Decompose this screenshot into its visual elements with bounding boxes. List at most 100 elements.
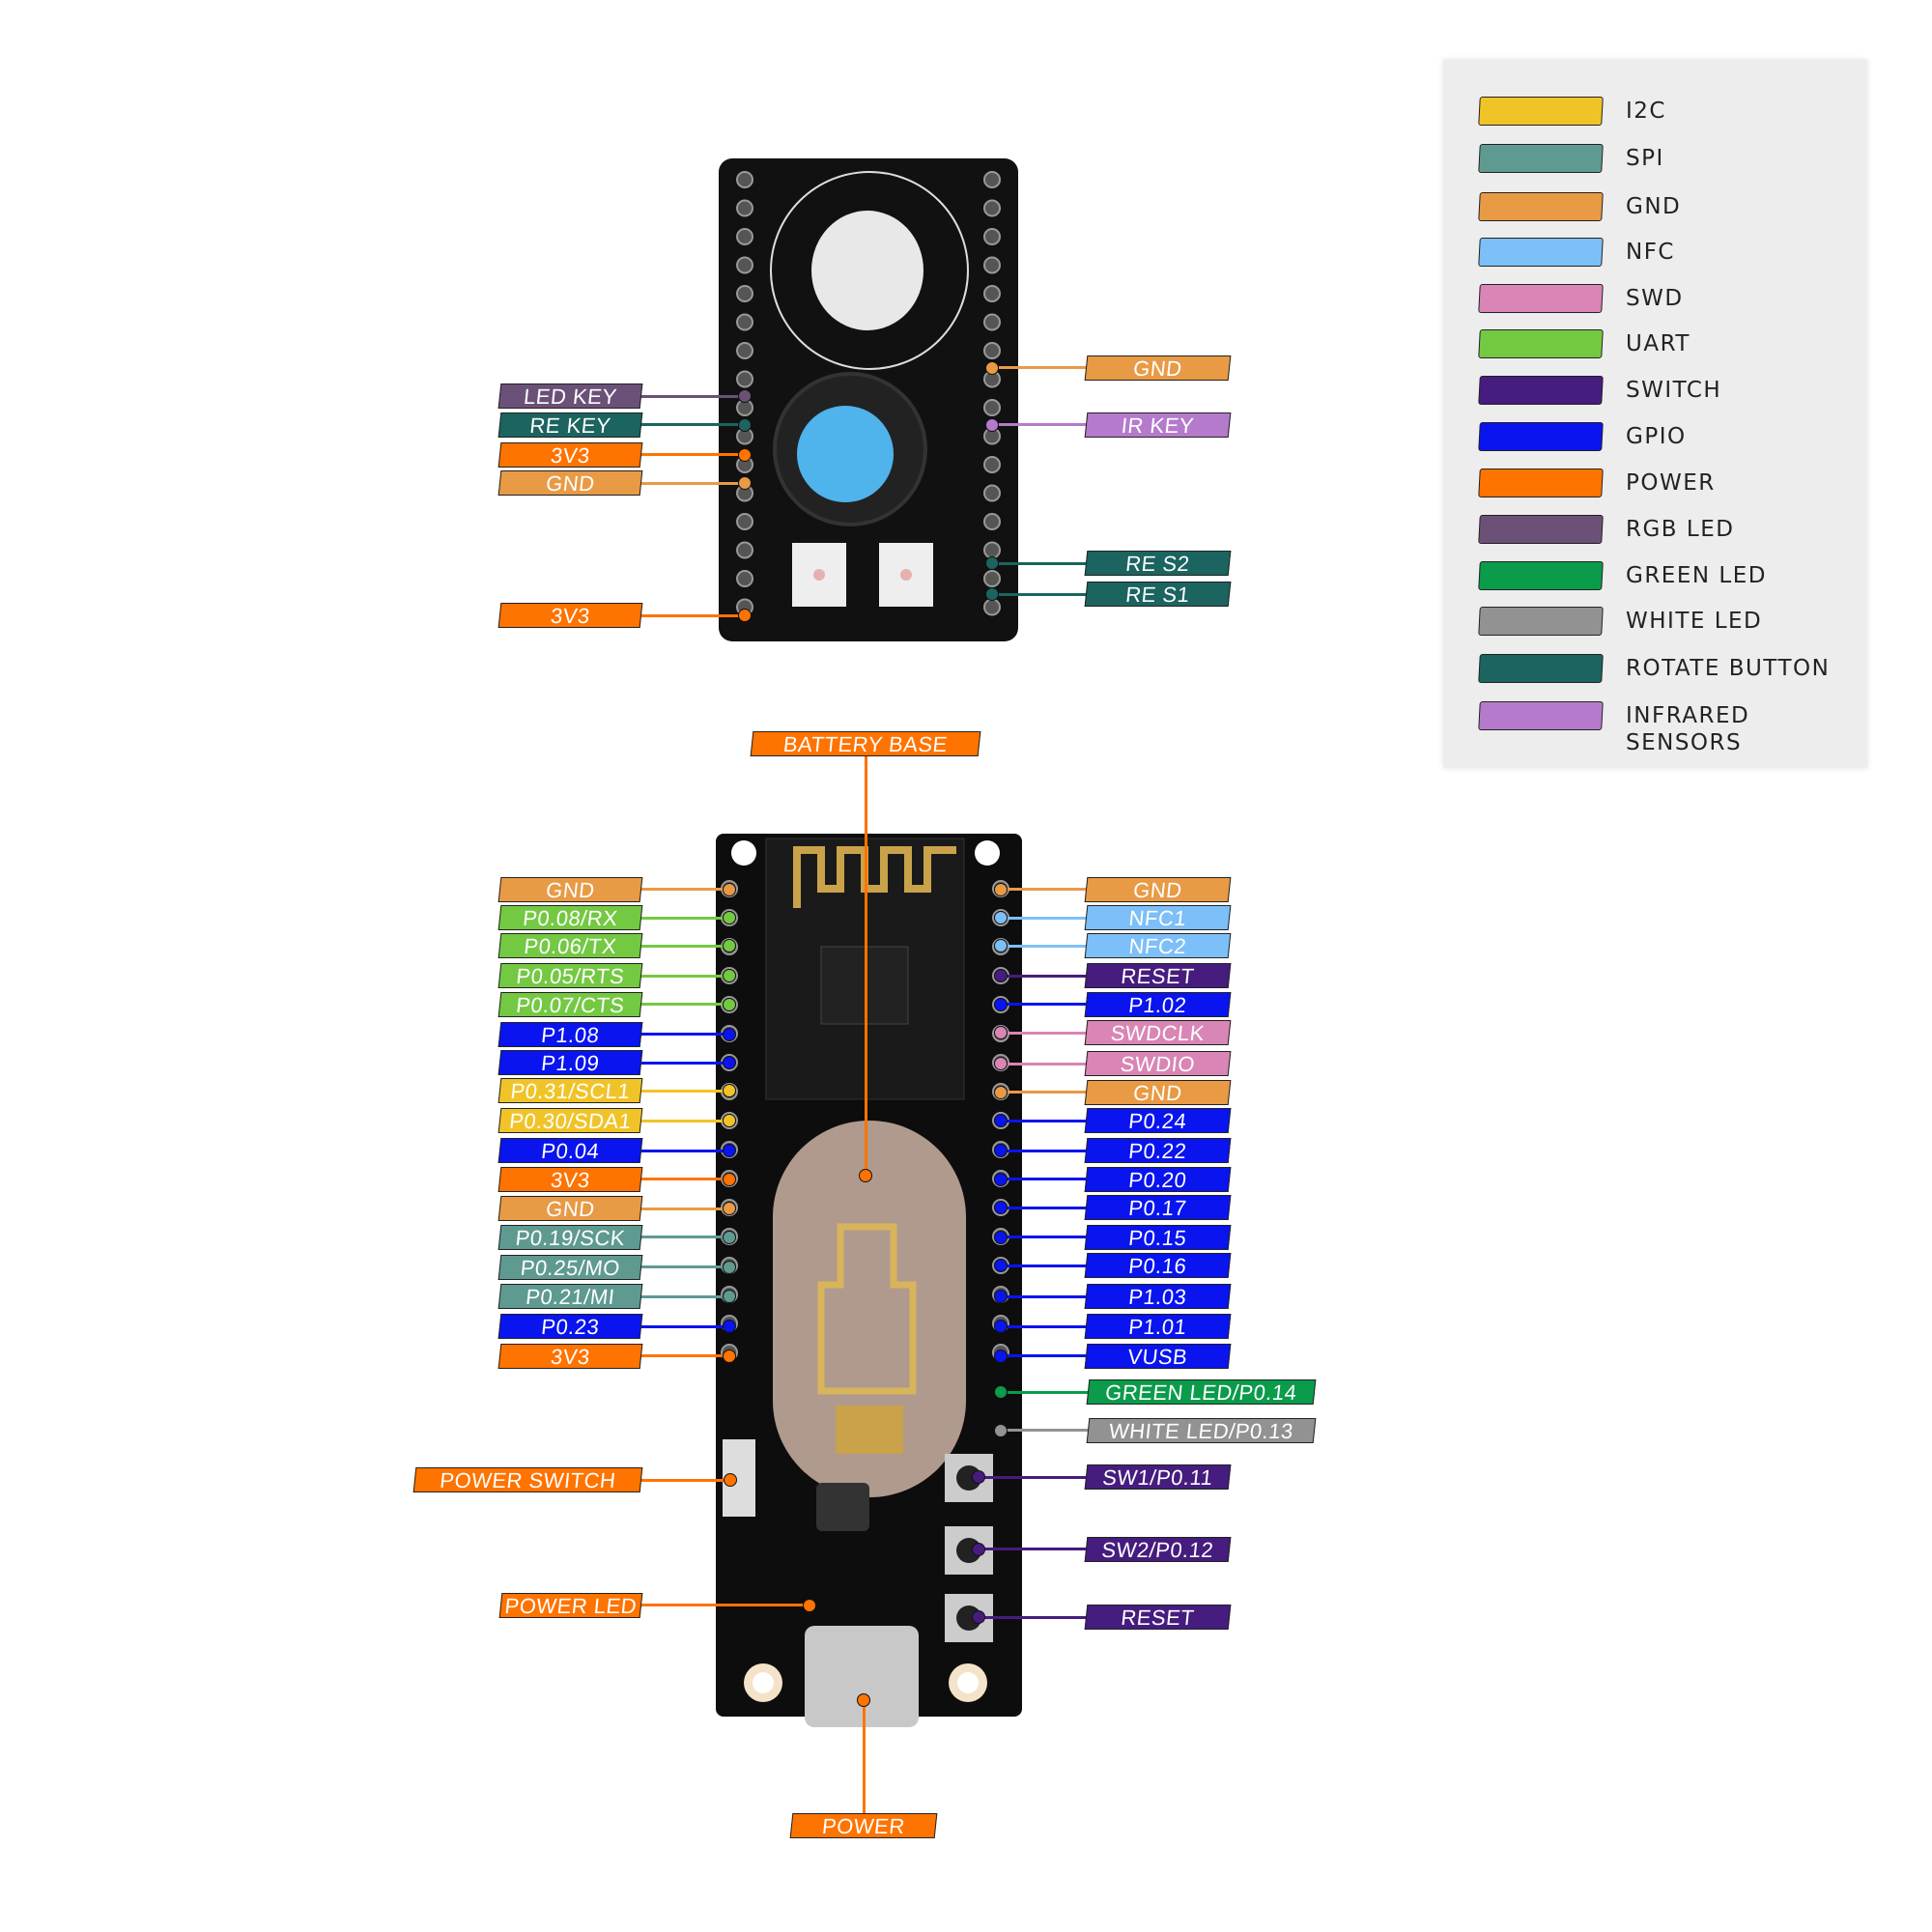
- pin-dot: [723, 1114, 736, 1128]
- pin-leader-line: [1001, 1206, 1086, 1209]
- pin-dot: [994, 1423, 1008, 1437]
- pin-dot: [994, 882, 1008, 896]
- pin-dot: [994, 1230, 1008, 1244]
- header-pad: [736, 228, 753, 245]
- legend-label: WHITE LED: [1626, 609, 1763, 635]
- pin-dot: [723, 1202, 736, 1216]
- pin-leader-line: [1001, 1264, 1086, 1267]
- header-pad: [983, 313, 1001, 331]
- pir-sensor-dome: [811, 211, 923, 330]
- pin-dot: [723, 1172, 736, 1186]
- pin-leader-line: [1001, 1294, 1086, 1298]
- pin-dot: [985, 360, 999, 375]
- pin-dot: [723, 882, 736, 896]
- pin-dot: [723, 1144, 736, 1158]
- pin-label: P0.17: [1084, 1195, 1232, 1220]
- pin-leader-line: [1001, 1149, 1086, 1152]
- legend-item: GREEN LED: [1443, 560, 1867, 590]
- pin-dot: [723, 1320, 736, 1334]
- pin-leader-line: [641, 423, 745, 427]
- pin-dot: [738, 609, 752, 623]
- header-pad: [736, 570, 753, 587]
- pin-leader-line: [1001, 1429, 1088, 1433]
- pin-label: P0.19/SCK: [497, 1224, 643, 1250]
- pin-leader-line: [992, 592, 1086, 596]
- header-pad: [983, 171, 1001, 188]
- pin-label: POWER LED: [498, 1592, 643, 1618]
- pin-label: POWER SWITCH: [412, 1467, 643, 1493]
- legend-label: GREEN LED: [1626, 562, 1767, 588]
- pin-leader-line: [641, 453, 745, 456]
- pin-label: BATTERY BASE: [750, 731, 981, 756]
- pin-label: P1.02: [1084, 991, 1232, 1017]
- legend-label: SWD: [1626, 285, 1684, 311]
- header-pad: [736, 313, 753, 331]
- legend-item: RGB LED: [1443, 515, 1867, 545]
- pin-leader-line: [641, 1119, 729, 1122]
- pin-dot: [972, 1470, 985, 1485]
- header-pad: [736, 171, 753, 188]
- pin-leader-line: [641, 888, 729, 891]
- pin-dot: [723, 1349, 736, 1363]
- pin-dot: [857, 1693, 870, 1707]
- pin-dot: [994, 939, 1008, 953]
- pin-leader-line: [641, 481, 745, 485]
- legend-item: INFRARED SENSORS: [1443, 700, 1867, 755]
- legend-label: INFRARED SENSORS: [1626, 702, 1750, 755]
- pin-label: P0.30/SDA1: [497, 1108, 643, 1134]
- pin-leader-line: [1001, 1119, 1086, 1122]
- pin-label: NFC1: [1084, 905, 1232, 930]
- pin-label: POWER: [789, 1813, 938, 1838]
- pin-label: P0.24: [1084, 1108, 1232, 1134]
- pin-label: P0.25/MO: [497, 1254, 643, 1280]
- pin-leader-line: [1001, 1062, 1086, 1065]
- pin-dot: [985, 556, 999, 571]
- pin-label: NFC2: [1084, 933, 1232, 959]
- pin-leader-line: [641, 1003, 729, 1007]
- pin-dot: [994, 1201, 1008, 1214]
- legend-item: SPI: [1443, 143, 1867, 173]
- pin-label: RESET: [1084, 963, 1232, 989]
- legend-label: POWER: [1626, 469, 1716, 496]
- pin-label: P0.07/CTS: [497, 991, 643, 1017]
- pin-label: P1.01: [1084, 1314, 1232, 1340]
- pin-leader-line: [979, 1548, 1086, 1551]
- coin-cell-holder: [773, 1121, 966, 1497]
- pin-leader-line: [1001, 1031, 1086, 1035]
- pin-leader-line: [641, 1033, 729, 1036]
- legend-item: WHITE LED: [1443, 607, 1867, 637]
- header-pad: [983, 456, 1001, 473]
- header-pad: [736, 370, 753, 388]
- pin-leader-line: [979, 1475, 1086, 1479]
- legend-label: SWITCH: [1626, 377, 1722, 403]
- legend-item: ROTATE BUTTON: [1443, 654, 1867, 684]
- pin-label: RESET: [1084, 1605, 1232, 1631]
- header-pad: [736, 256, 753, 274]
- pin-dot: [723, 997, 736, 1011]
- pin-leader-line: [1001, 974, 1086, 978]
- pin-dot: [738, 476, 752, 490]
- legend-label: ROTATE BUTTON: [1626, 656, 1831, 682]
- pin-dot: [972, 1542, 985, 1556]
- pin-dot: [994, 1290, 1008, 1304]
- legend-item: POWER: [1443, 468, 1867, 497]
- pin-dot: [724, 1473, 737, 1488]
- pin-leader-line: [641, 1061, 729, 1065]
- pin-dot: [723, 1056, 736, 1069]
- pin-leader-line: [641, 944, 729, 948]
- pin-dot: [994, 911, 1008, 924]
- legend-item: NFC: [1443, 238, 1867, 268]
- pin-dot: [994, 969, 1008, 983]
- pin-dot: [723, 1230, 736, 1244]
- pin-dot: [994, 997, 1008, 1011]
- pin-leader-line: [992, 561, 1086, 565]
- header-pad: [983, 570, 1001, 587]
- pin-label: P1.09: [497, 1050, 643, 1075]
- pin-label: IR KEY: [1084, 412, 1232, 438]
- pin-dot: [994, 1320, 1008, 1334]
- pin-label: SW2/P0.12: [1084, 1536, 1232, 1562]
- pin-leader-line: [641, 1178, 729, 1180]
- header-pad: [983, 228, 1001, 245]
- pin-leader-line: [1001, 916, 1086, 920]
- pin-label: GND: [497, 876, 643, 902]
